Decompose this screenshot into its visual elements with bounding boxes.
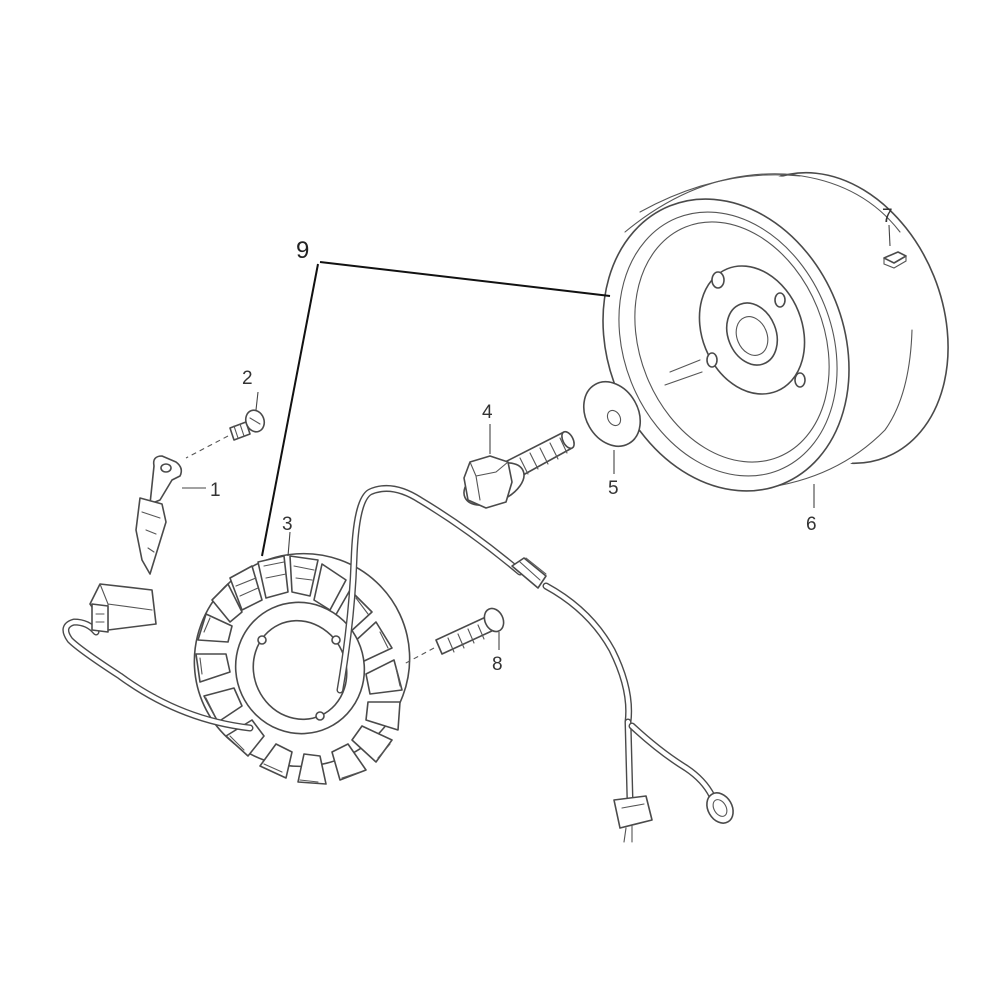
flywheel-hub-bore bbox=[725, 302, 779, 366]
callout-6: 6 bbox=[806, 514, 817, 535]
pole-8 bbox=[365, 701, 401, 731]
pole-15 bbox=[195, 653, 231, 683]
callout-3: 3 bbox=[282, 514, 293, 535]
callout-1: 1 bbox=[210, 480, 221, 501]
harness-wire-left-inner bbox=[63, 619, 253, 731]
bracket-9-to-stator bbox=[261, 263, 319, 557]
stator-mount-hole-2 bbox=[315, 711, 325, 721]
harness-grommet bbox=[511, 557, 547, 589]
stator-screw-threads bbox=[447, 624, 485, 653]
flange-bolt bbox=[463, 430, 575, 509]
harness-branch-2-inner bbox=[629, 723, 715, 799]
callout-4: 4 bbox=[482, 402, 493, 423]
pole-7 bbox=[365, 659, 403, 695]
pole-13 bbox=[225, 719, 265, 757]
connector-pins bbox=[621, 803, 645, 843]
stator-poles bbox=[195, 555, 403, 785]
washer bbox=[582, 381, 642, 447]
pole-16 bbox=[197, 613, 233, 643]
flywheel-rib-1 bbox=[669, 359, 701, 373]
stator-screw-axis bbox=[403, 647, 435, 665]
leader-3 bbox=[287, 531, 291, 557]
flywheel-inner-rim bbox=[618, 211, 838, 477]
assembly-bracket-9 bbox=[261, 261, 611, 557]
pickup-coil-detail bbox=[95, 613, 105, 623]
pole-17 bbox=[211, 583, 243, 623]
flywheel-hub-bore-inner bbox=[735, 316, 769, 356]
callout-9: 9 bbox=[296, 237, 309, 264]
callout-2: 2 bbox=[242, 368, 253, 389]
flywheel-top-edge2 bbox=[639, 174, 801, 213]
washer-outer bbox=[582, 381, 642, 447]
callout-8: 8 bbox=[492, 654, 503, 675]
pickup-coil bbox=[89, 583, 157, 633]
callout-7: 7 bbox=[882, 206, 893, 227]
washer-hole bbox=[606, 409, 622, 427]
screw-slot bbox=[249, 417, 261, 425]
stator-coil bbox=[193, 552, 411, 785]
flywheel-hole-3 bbox=[794, 372, 806, 388]
pole-9 bbox=[351, 725, 393, 763]
pole-11 bbox=[297, 753, 327, 785]
stator-screw-head bbox=[483, 607, 505, 633]
pole-3 bbox=[289, 555, 319, 597]
stator-mount-hole-3 bbox=[331, 635, 341, 645]
stator-mount-hole-1 bbox=[257, 635, 267, 645]
woodruff-key bbox=[883, 251, 907, 269]
bracket-9-to-flywheel bbox=[319, 261, 611, 297]
pole-12 bbox=[259, 743, 293, 779]
pickup-bracket bbox=[135, 455, 183, 575]
screw-shank bbox=[229, 421, 251, 441]
key-side bbox=[883, 255, 907, 269]
wiring-harness bbox=[62, 484, 734, 843]
small-screw bbox=[185, 409, 266, 459]
callout-5: 5 bbox=[608, 478, 619, 499]
flywheel-inner-rim2 bbox=[634, 221, 830, 463]
leader-7 bbox=[888, 224, 891, 247]
harness-branch-1-inner bbox=[625, 719, 633, 803]
flywheel-rib-2 bbox=[664, 371, 703, 386]
bottom-connector bbox=[613, 795, 653, 829]
flywheel-hole-4 bbox=[706, 352, 718, 368]
flywheel-rotor bbox=[602, 171, 949, 492]
bolt-threads bbox=[519, 437, 568, 475]
screw-axis-line bbox=[185, 435, 229, 459]
bracket-body bbox=[135, 497, 167, 575]
bracket-tab bbox=[149, 455, 183, 505]
screw-threads bbox=[233, 423, 245, 439]
flywheel-hole-1 bbox=[711, 271, 725, 289]
pickup-coil-face bbox=[91, 603, 109, 633]
leader-2 bbox=[255, 391, 259, 411]
bracket-hole bbox=[160, 463, 172, 473]
bracket-detail bbox=[141, 511, 161, 553]
flywheel-bottom-edge bbox=[739, 329, 913, 491]
pole-1 bbox=[229, 565, 263, 611]
flywheel-hole-2 bbox=[774, 292, 786, 308]
round-terminal-inner bbox=[712, 799, 728, 817]
winding-stripes bbox=[199, 561, 401, 783]
flywheel-top-edge bbox=[624, 173, 901, 233]
stator-screw bbox=[403, 607, 505, 665]
bolt-tip bbox=[561, 430, 575, 450]
harness-wire-lower-inner bbox=[543, 583, 631, 725]
pole-10 bbox=[331, 743, 367, 781]
round-terminal bbox=[706, 792, 734, 824]
grommet-ribs bbox=[519, 557, 547, 581]
harness-wire-main-inner bbox=[337, 486, 523, 693]
leader-lines bbox=[182, 224, 891, 650]
callout-labels: 2 1 3 4 5 6 7 8 9 bbox=[210, 206, 893, 675]
bolt-hex-edges bbox=[469, 461, 509, 501]
